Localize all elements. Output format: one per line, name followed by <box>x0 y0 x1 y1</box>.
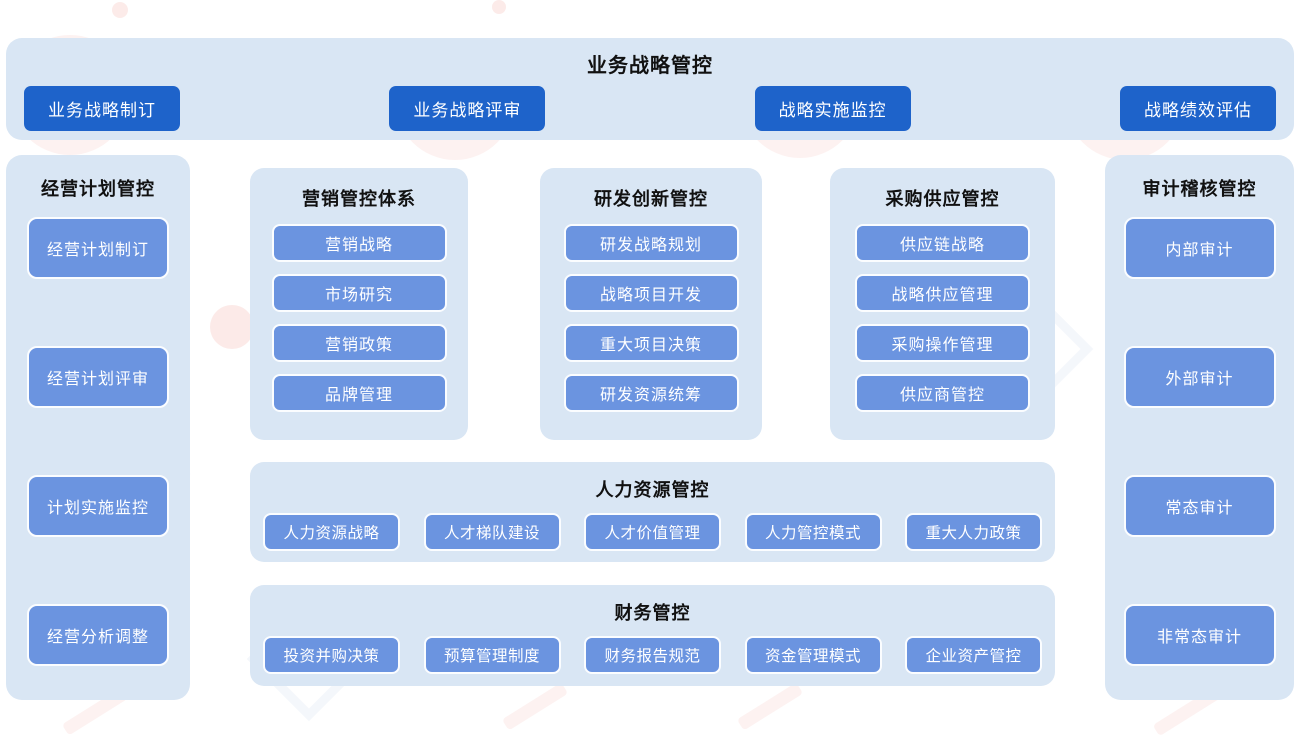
banner-title: 业务战略管控 <box>587 55 713 77</box>
box-strategic-supply-management: 战略供应管理 <box>855 274 1030 312</box>
box-strategy-formulation: 业务战略制订 <box>24 86 180 131</box>
watermark-dot <box>492 0 506 14</box>
panel-title: 经营计划管控 <box>41 179 155 199</box>
box-supplier-control: 供应商管控 <box>855 374 1030 412</box>
box-talent-value-management: 人才价值管理 <box>584 513 721 551</box>
panel-items: 研发战略规划 战略项目开发 重大项目决策 研发资源统筹 <box>563 224 739 412</box>
box-budget-management-system: 预算管理制度 <box>423 636 561 674</box>
panel-finance: 财务管控 投资并购决策 预算管理制度 财务报告规范 资金管理模式 企业资产管控 <box>250 585 1055 686</box>
panel-title: 财务管控 <box>614 603 691 623</box>
box-major-project-decision: 重大项目决策 <box>563 324 739 362</box>
box-capital-management-model: 资金管理模式 <box>744 636 882 674</box>
panel-rnd-innovation: 研发创新管控 研发战略规划 战略项目开发 重大项目决策 研发资源统筹 <box>540 168 762 440</box>
box-procurement-operation-management: 采购操作管理 <box>855 324 1030 362</box>
box-routine-audit: 常态审计 <box>1123 475 1276 537</box>
panel-procurement-supply: 采购供应管控 供应链战略 战略供应管理 采购操作管理 供应商管控 <box>830 168 1055 440</box>
panel-human-resources: 人力资源管控 人力资源战略 人才梯队建设 人才价值管理 人力管控模式 重大人力政… <box>250 462 1055 562</box>
box-brand-management: 品牌管理 <box>271 374 447 412</box>
panel-items: 供应链战略 战略供应管理 采购操作管理 供应商管控 <box>855 224 1030 412</box>
panel-items: 经营计划制订 经营计划评审 计划实施监控 经营分析调整 <box>6 217 190 666</box>
box-marketing-policy: 营销政策 <box>271 324 447 362</box>
box-internal-audit: 内部审计 <box>1123 217 1276 279</box>
panel-title: 营销管控体系 <box>302 189 416 209</box>
panel-title: 采购供应管控 <box>885 189 1000 209</box>
watermark-dot <box>112 2 128 18</box>
panel-items: 投资并购决策 预算管理制度 财务报告规范 资金管理模式 企业资产管控 <box>250 636 1055 674</box>
box-rnd-strategy-planning: 研发战略规划 <box>563 224 739 262</box>
box-operation-analysis-adjustment: 经营分析调整 <box>27 604 169 666</box>
watermark-mark <box>501 682 569 731</box>
box-market-research: 市场研究 <box>271 274 447 312</box>
panel-items: 内部审计 外部审计 常态审计 非常态审计 <box>1105 217 1294 666</box>
box-strategy-review: 业务战略评审 <box>389 86 546 131</box>
panel-title: 人力资源管控 <box>595 480 710 500</box>
panel-items: 人力资源战略 人才梯队建设 人才价值管理 人力管控模式 重大人力政策 <box>250 513 1055 551</box>
box-plan-review: 经营计划评审 <box>27 346 169 408</box>
box-strategy-performance-evaluation: 战略绩效评估 <box>1119 86 1276 131</box>
box-investment-ma-decision: 投资并购决策 <box>263 636 400 674</box>
box-rnd-resource-coordination: 研发资源统筹 <box>563 374 739 412</box>
panel-audit: 审计稽核管控 内部审计 外部审计 常态审计 非常态审计 <box>1105 155 1294 700</box>
watermark-blob <box>210 305 254 349</box>
panel-marketing: 营销管控体系 营销战略 市场研究 营销政策 品牌管理 <box>250 168 468 440</box>
panel-items: 营销战略 市场研究 营销政策 品牌管理 <box>271 224 447 412</box>
box-hr-control-model: 人力管控模式 <box>744 513 882 551</box>
box-financial-reporting-standards: 财务报告规范 <box>584 636 721 674</box>
panel-title: 审计稽核管控 <box>1142 179 1257 199</box>
box-plan-monitoring: 计划实施监控 <box>27 475 169 537</box>
banner-business-strategy: 业务战略管控 业务战略制订 业务战略评审 战略实施监控 战略绩效评估 <box>6 38 1294 140</box>
box-major-hr-policy: 重大人力政策 <box>905 513 1042 551</box>
box-supply-chain-strategy: 供应链战略 <box>855 224 1030 262</box>
box-hr-strategy: 人力资源战略 <box>263 513 400 551</box>
banner-button-row: 业务战略制订 业务战略评审 战略实施监控 战略绩效评估 <box>6 86 1294 131</box>
box-non-routine-audit: 非常态审计 <box>1123 604 1276 666</box>
box-plan-formulation: 经营计划制订 <box>27 217 169 279</box>
box-external-audit: 外部审计 <box>1123 346 1276 408</box>
box-talent-pipeline: 人才梯队建设 <box>423 513 561 551</box>
panel-business-planning: 经营计划管控 经营计划制订 经营计划评审 计划实施监控 经营分析调整 <box>6 155 190 700</box>
watermark-mark <box>736 682 804 731</box>
box-marketing-strategy: 营销战略 <box>271 224 447 262</box>
box-corporate-asset-control: 企业资产管控 <box>905 636 1042 674</box>
box-strategic-project-development: 战略项目开发 <box>563 274 739 312</box>
box-strategy-implementation-monitoring: 战略实施监控 <box>754 86 911 131</box>
panel-title: 研发创新管控 <box>594 189 708 209</box>
